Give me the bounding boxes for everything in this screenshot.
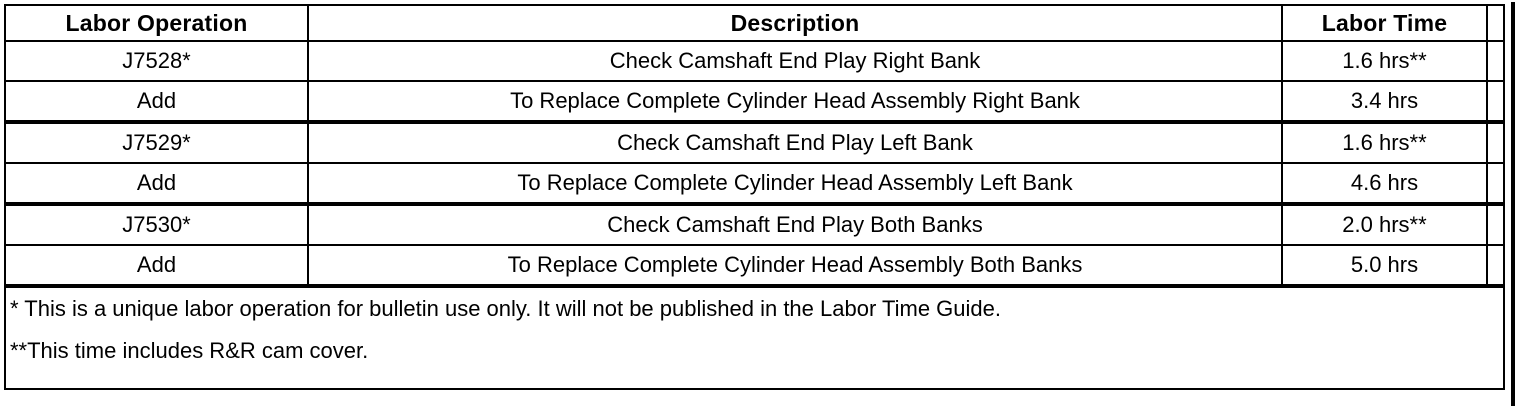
cell-spacer — [1486, 121, 1505, 164]
table-row: Add To Replace Complete Cylinder Head As… — [4, 244, 1505, 288]
table-row: J7528* Check Camshaft End Play Right Ban… — [4, 40, 1505, 82]
cell-description: To Replace Complete Cylinder Head Assemb… — [307, 80, 1283, 124]
footnote-spacer — [10, 322, 1497, 338]
cell-description: Check Camshaft End Play Right Bank — [307, 40, 1283, 82]
table-header-row: Labor Operation Description Labor Time — [4, 4, 1505, 42]
footnote-double-asterisk: **This time includes R&R cam cover. — [10, 338, 369, 363]
footnote-block: * This is a unique labor operation for b… — [6, 288, 1503, 368]
table-body: J7528* Check Camshaft End Play Right Ban… — [4, 40, 1505, 390]
table-header: Labor Operation Description Labor Time — [4, 4, 1505, 42]
column-header-labor-operation: Labor Operation — [4, 4, 309, 42]
cell-spacer — [1486, 80, 1505, 124]
table-row: Add To Replace Complete Cylinder Head As… — [4, 80, 1505, 124]
table-row: J7529* Check Camshaft End Play Left Bank… — [4, 121, 1505, 164]
cell-labor-time: 1.6 hrs** — [1281, 40, 1488, 82]
cell-labor-operation: Add — [4, 162, 309, 206]
cell-description: To Replace Complete Cylinder Head Assemb… — [307, 162, 1283, 206]
cell-labor-operation: Add — [4, 80, 309, 124]
column-header-labor-time: Labor Time — [1281, 4, 1488, 42]
cell-labor-operation: J7530* — [4, 203, 309, 246]
cell-spacer — [1486, 203, 1505, 246]
page-edge-rule — [1511, 2, 1515, 406]
column-header-spacer — [1486, 4, 1505, 42]
cell-labor-operation: J7528* — [4, 40, 309, 82]
cell-spacer — [1486, 40, 1505, 82]
footnote-row: * This is a unique labor operation for b… — [4, 285, 1505, 390]
footnote-single-asterisk: * This is a unique labor operation for b… — [10, 296, 1001, 321]
table-row: J7530* Check Camshaft End Play Both Bank… — [4, 203, 1505, 246]
cell-description: Check Camshaft End Play Left Bank — [307, 121, 1283, 164]
cell-description: Check Camshaft End Play Both Banks — [307, 203, 1283, 246]
cell-labor-time: 2.0 hrs** — [1281, 203, 1488, 246]
cell-spacer — [1486, 162, 1505, 206]
cell-labor-operation: J7529* — [4, 121, 309, 164]
footnote-cell: * This is a unique labor operation for b… — [4, 285, 1505, 390]
cell-labor-time: 4.6 hrs — [1281, 162, 1488, 206]
cell-labor-time: 3.4 hrs — [1281, 80, 1488, 124]
cell-labor-operation: Add — [4, 244, 309, 288]
cell-spacer — [1486, 244, 1505, 288]
cell-description: To Replace Complete Cylinder Head Assemb… — [307, 244, 1283, 288]
table-row: Add To Replace Complete Cylinder Head As… — [4, 162, 1505, 206]
labor-operation-table: Labor Operation Description Labor Time J… — [4, 4, 1505, 390]
column-header-description: Description — [307, 4, 1283, 42]
cell-labor-time: 5.0 hrs — [1281, 244, 1488, 288]
cell-labor-time: 1.6 hrs** — [1281, 121, 1488, 164]
